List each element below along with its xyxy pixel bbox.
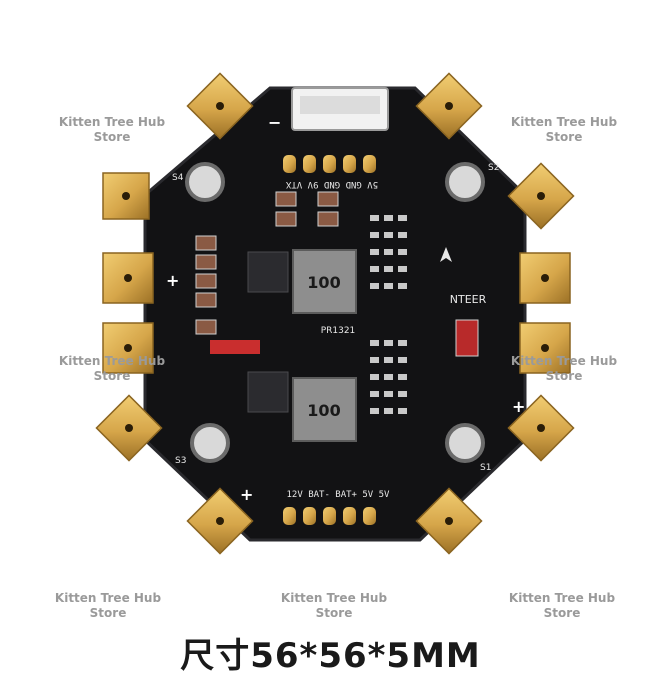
- size-caption: 尺寸56*56*5MM: [180, 636, 481, 676]
- bottom-pin-holes: [283, 507, 376, 525]
- regulator-chips: [247, 251, 289, 413]
- svg-text:100: 100: [307, 273, 340, 292]
- component-grid: [370, 215, 407, 414]
- motor-label-s2: S2: [488, 163, 499, 173]
- svg-text:100: 100: [307, 401, 340, 420]
- polarity-plus-bottom: +: [240, 485, 253, 504]
- bottom-pin-label: 12V BAT- BAT+ 5V 5V: [287, 490, 391, 500]
- top-connector: [291, 87, 389, 131]
- capacitors-top: [275, 191, 339, 227]
- pad-dots: [122, 102, 549, 525]
- polarity-plus-left: +: [166, 271, 179, 290]
- top-pin-label: 5V GND GND 9V VTX: [285, 179, 378, 189]
- red-components: [210, 319, 479, 357]
- chip-label: PR1321: [321, 326, 356, 336]
- direction-arrow: [440, 247, 452, 262]
- motor-label-s1: S1: [480, 463, 491, 473]
- motor-label-s4: S4: [172, 173, 184, 183]
- mounting-holes: [185, 162, 485, 463]
- motor-pads: [95, 72, 575, 555]
- brand-label: NTEER: [450, 293, 487, 306]
- top-pin-holes: [283, 155, 376, 173]
- motor-label-s3: S3: [175, 456, 186, 466]
- inductor-top: 100: [292, 249, 357, 314]
- inductor-bottom: 100: [292, 377, 357, 442]
- polarity-plus-right: +: [512, 397, 525, 416]
- polarity-minus: −: [268, 113, 281, 132]
- capacitors-left: [195, 235, 217, 335]
